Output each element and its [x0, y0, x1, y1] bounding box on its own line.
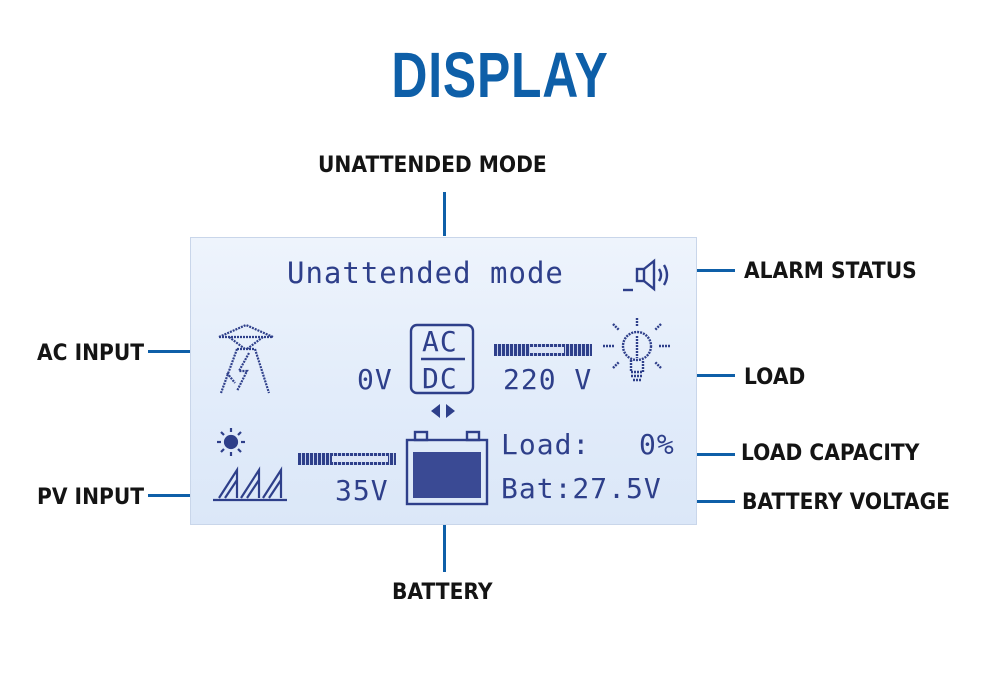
alarm-status-connector: [695, 269, 735, 272]
alarm-status-label: ALARM STATUS: [744, 259, 917, 284]
charge-arrows-icon: [431, 404, 455, 418]
load-capacity-label: LOAD CAPACITY: [741, 441, 920, 466]
output-voltage: 220 V: [503, 363, 593, 396]
pv-voltage: 35V: [335, 474, 389, 507]
battery-connector: [443, 524, 446, 572]
battery-label: BATTERY: [392, 580, 493, 605]
solar-panel-icon: [213, 428, 287, 502]
ac-label: AC: [422, 325, 458, 358]
unattended-mode-label: UNATTENDED MODE: [318, 153, 547, 178]
load-connector: [695, 374, 735, 377]
ac-input-label: AC INPUT: [37, 341, 145, 366]
battery-icon: [405, 430, 489, 506]
load-label-text: Load:: [501, 428, 591, 461]
battery-voltage-connector: [695, 500, 735, 503]
load-capacity-connector: [695, 453, 735, 456]
battery-voltage-reading: Bat:27.5V: [501, 472, 662, 505]
battery-voltage-label: BATTERY VOLTAGE: [742, 490, 951, 515]
load-label: LOAD: [744, 365, 806, 390]
power-tower-icon: [218, 323, 274, 394]
ac-input-connector: [148, 350, 190, 353]
light-bulb-icon: [603, 318, 671, 382]
unattended-mode-connector: [443, 192, 446, 236]
dc-label: DC: [422, 362, 458, 395]
ac-input-voltage: 0V: [357, 363, 393, 396]
pv-input-label: PV INPUT: [37, 485, 145, 510]
load-value: 0%: [639, 428, 675, 461]
speaker-icon: [623, 258, 669, 292]
pv-level-bar: [298, 453, 396, 465]
pv-input-connector: [148, 494, 190, 497]
lcd-panel: Unattended mode 0V: [190, 237, 697, 525]
output-level-bar: [494, 344, 592, 356]
page-title: DISPLAY: [391, 39, 609, 111]
mode-text: Unattended mode: [287, 256, 564, 290]
ac-dc-box: [409, 323, 475, 395]
